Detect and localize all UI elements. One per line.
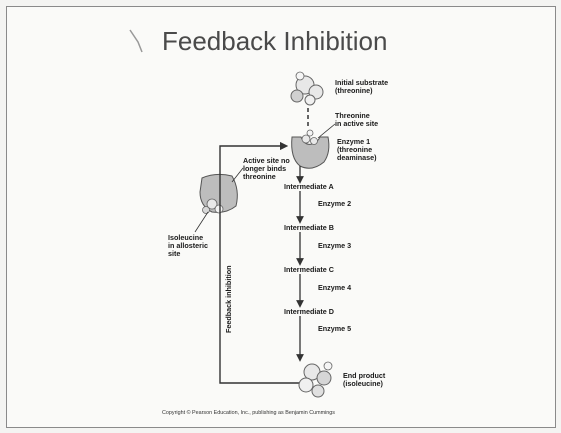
active-site-label-line1: Threonine bbox=[335, 111, 370, 120]
enzyme1-label-line1: Enzyme 1 bbox=[337, 137, 370, 146]
no-longer-binds-line3: threonine bbox=[243, 172, 276, 181]
isoleucine-site-line2: in allosteric bbox=[168, 241, 208, 250]
end-product-line2: (isoleucine) bbox=[343, 379, 384, 388]
no-longer-binds-pointer bbox=[231, 167, 244, 183]
substrate-label-line2: (threonine) bbox=[335, 86, 373, 95]
active-site-pointer bbox=[317, 123, 336, 139]
intermediate-c: Intermediate C bbox=[284, 265, 334, 274]
inhibited-enzyme-icon bbox=[199, 173, 238, 214]
intermediate-a: Intermediate A bbox=[284, 182, 334, 191]
isoleucine-site-line1: Isoleucine bbox=[168, 233, 203, 242]
isoleucine-molecule-icon bbox=[298, 361, 333, 398]
isoleucine-site-line3: site bbox=[168, 249, 180, 258]
slide-frame bbox=[6, 6, 556, 428]
feedback-loop-arrow bbox=[219, 141, 300, 384]
enzyme-2-label: Enzyme 2 bbox=[318, 199, 351, 208]
scratch-mark bbox=[129, 29, 143, 53]
enzyme1-label-line3: deaminase) bbox=[337, 153, 377, 162]
copyright-notice: Copyright © Pearson Education, Inc., pub… bbox=[162, 409, 335, 416]
substrate-label-line1: Initial substrate bbox=[335, 78, 388, 87]
feedback-inhibition-label: Feedback inhibition bbox=[224, 266, 233, 334]
enzyme-5-label: Enzyme 5 bbox=[318, 324, 351, 333]
no-longer-binds-line2: longer binds bbox=[243, 164, 286, 173]
enzyme1-label-line2: (threonine bbox=[337, 145, 372, 154]
enzyme-4-label: Enzyme 4 bbox=[318, 283, 351, 292]
slide-title: Feedback Inhibition bbox=[162, 26, 387, 56]
enzyme-3-label: Enzyme 3 bbox=[318, 241, 351, 250]
intermediate-b: Intermediate B bbox=[284, 223, 334, 232]
threonine-molecule-icon bbox=[290, 71, 324, 106]
end-product-line1: End product bbox=[343, 371, 386, 380]
intermediate-d: Intermediate D bbox=[284, 307, 334, 316]
no-longer-binds-line1: Active site no bbox=[243, 156, 290, 165]
active-site-label-line2: in active site bbox=[335, 119, 378, 128]
enzyme1-icon bbox=[291, 129, 330, 169]
isoleucine-site-pointer bbox=[194, 211, 209, 233]
